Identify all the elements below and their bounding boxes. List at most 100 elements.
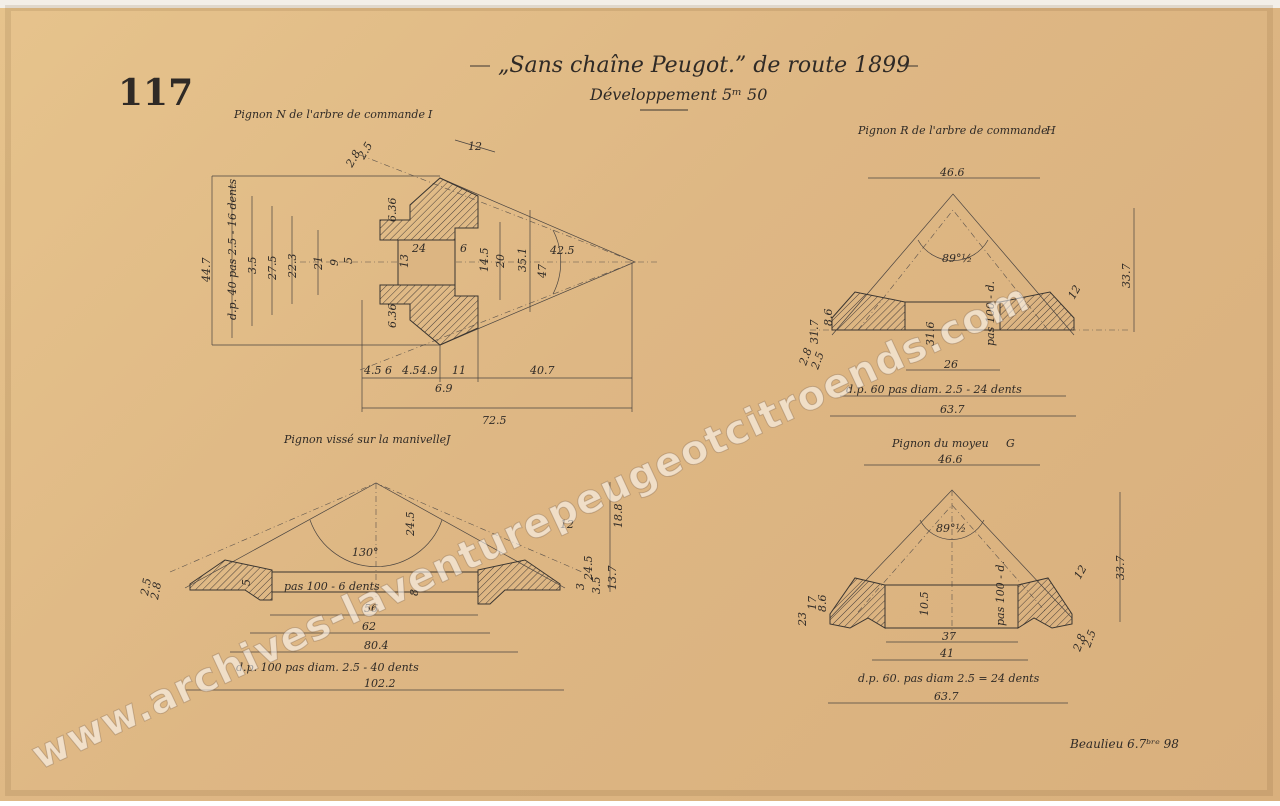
pinion-G-dim-10: 2.5 bbox=[1080, 628, 1099, 650]
pinion-I-letter: I bbox=[427, 108, 433, 121]
pinion-G-dim-1: 89°½ bbox=[936, 522, 966, 535]
pinion-H-dim-6: 31.6 bbox=[924, 322, 937, 347]
pinion-I-dim-25: 11 bbox=[452, 364, 466, 377]
pinion-J-dim-15: 80.4 bbox=[364, 639, 389, 652]
pinion-J-label: Pignon vissé sur la manivelle bbox=[283, 433, 447, 446]
pinion-J-thread bbox=[271, 571, 479, 593]
pinion-I-dim-16: 35.1 bbox=[516, 248, 529, 273]
pinion-H-dim-1: 89°½ bbox=[942, 252, 972, 265]
pinion-J-dim-14: 62 bbox=[362, 620, 376, 633]
pinion-J-section-right bbox=[477, 559, 561, 605]
pinion-J-dim-13: 56 bbox=[364, 602, 378, 615]
pinion-I-dim-10: 5 bbox=[342, 257, 355, 264]
pinion-I-label: Pignon N de l'arbre de commande bbox=[233, 108, 425, 121]
pinion-H-dim-0: 46.6 bbox=[939, 166, 965, 179]
pinion-I-bore bbox=[397, 239, 456, 286]
sheet-subtitle: Développement 5ᵐ 50 bbox=[589, 85, 767, 104]
pinion-G-dim-2: 33.7 bbox=[1114, 556, 1127, 581]
pinion-G-dim-12: 41 bbox=[939, 647, 954, 660]
sheet-title: „Sans chaîne Peugot.” de route 1899 bbox=[498, 53, 910, 78]
pinion-I-dim-12: 24 bbox=[411, 242, 426, 255]
pinion-I-dim-23: 4.5 bbox=[401, 364, 420, 377]
pinion-G-dim-4: 23 bbox=[796, 612, 809, 627]
pinion-I-dim-20: 6.36 bbox=[386, 304, 399, 329]
pinion-I-dim-7: 22.3 bbox=[286, 254, 299, 280]
signature-date: Beaulieu 6.7ᵇʳᵉ 98 bbox=[1069, 737, 1179, 751]
pinion-I-dim-5: 3.5 bbox=[246, 257, 259, 275]
pinion-I-dim-9: 9 bbox=[328, 259, 341, 266]
pinion-I-angle-arc bbox=[552, 229, 562, 295]
paper-border bbox=[5, 5, 1273, 796]
pinion-J-dim-6: pas 100 - 6 dents bbox=[284, 580, 380, 593]
pinion-I-dim-11: 13 bbox=[398, 254, 411, 268]
watermark-text: www.archives-laventurepeugeotcitroends.c… bbox=[25, 275, 1037, 779]
pinion-I-dim-3: 44.7 bbox=[200, 258, 213, 284]
pinion-G-dim-13: d.p. 60. pas diam 2.5 = 24 dents bbox=[858, 672, 1040, 685]
pinion-H-dim-8: 2.8 bbox=[796, 346, 815, 368]
pinion-H-pitch-cone bbox=[831, 193, 1075, 336]
pinion-G-section-right bbox=[1017, 577, 1073, 629]
pinion-J-dim-11: 3.5 bbox=[590, 577, 603, 595]
pinion-J-dim-7: 2.5 bbox=[138, 577, 154, 597]
pinion-G-drawing: Pignon du moyeu G 46.6 89°½ 33.7 12 23 1… bbox=[796, 437, 1127, 704]
pinion-J-dim-4: 5 bbox=[240, 579, 253, 586]
pinion-H-section-left bbox=[831, 291, 906, 331]
pinion-H-dim-4: 31.7 bbox=[808, 320, 821, 345]
pinion-H-letter: H bbox=[1045, 124, 1056, 137]
pinion-H-label: Pignon R de l'arbre de commande bbox=[857, 124, 1048, 137]
pinion-I-dim-26: 40.7 bbox=[529, 364, 555, 377]
sheet-number: 117 bbox=[118, 72, 193, 114]
pinion-H-dim-2: 33.7 bbox=[1120, 264, 1133, 289]
pinion-H-dim-7: pas 100 - d. bbox=[984, 281, 997, 346]
pinion-J-drawing: Pignon vissé sur la manivelle J 24.5 18.… bbox=[138, 433, 625, 691]
pinion-I-dim-28: 72.5 bbox=[482, 414, 507, 427]
pinion-J-section-left bbox=[189, 559, 273, 601]
pinion-I-dim-2: 12 bbox=[468, 140, 482, 153]
pinion-J-dim-5: 8 bbox=[408, 589, 421, 596]
pinion-I-dim-15: 20 bbox=[494, 254, 507, 269]
pinion-G-dim-14: 63.7 bbox=[934, 690, 959, 703]
pinion-H-drawing: Pignon R de l'arbre de commande H 46.6 8… bbox=[796, 124, 1135, 417]
pinion-H-dim-12: 63.7 bbox=[940, 403, 965, 416]
pinion-J-letter: J bbox=[444, 433, 451, 446]
pinion-G-dim-7: 10.5 bbox=[918, 592, 931, 617]
pinion-I-dim-13: 6 bbox=[460, 242, 467, 255]
pinion-I-drawing: Pignon N de l'arbre de commande I 2.8 2.… bbox=[200, 108, 660, 427]
pinion-I-dim-tooth bbox=[454, 139, 496, 153]
pinion-H-dim-9: 2.5 bbox=[808, 350, 827, 372]
pinion-J-dim-17: 102.2 bbox=[364, 677, 396, 690]
pinion-H-dim-5: 8.6 bbox=[822, 309, 835, 327]
pinion-G-angle-arc bbox=[919, 519, 985, 540]
pinion-G-dim-9: 2.8 bbox=[1070, 632, 1089, 654]
pinion-G-label: Pignon du moyeu bbox=[891, 437, 989, 450]
pinion-H-dim-11: d.p. 60 pas diam. 2.5 - 24 dents bbox=[846, 383, 1022, 396]
pinion-I-dim-21: 4.5 bbox=[363, 364, 382, 377]
pinion-G-dim-0: 46.6 bbox=[937, 453, 963, 466]
pinion-J-dim-16: d.p. 100 pas diam. 2.5 - 40 dents bbox=[236, 661, 419, 674]
pinion-I-dim-17: 47 bbox=[536, 264, 549, 279]
pinion-J-dim-2: 12 bbox=[560, 518, 574, 531]
pinion-H-angle-arc bbox=[917, 239, 989, 261]
pinion-J-dim-10: 24.5 bbox=[582, 556, 595, 582]
pinion-G-dim-8: pas 100 - d. bbox=[994, 561, 1007, 626]
pinion-I-dim-8: 21 bbox=[312, 256, 325, 271]
pinion-G-dim-5: 17 bbox=[806, 596, 819, 610]
pinion-G-hub bbox=[884, 584, 1019, 629]
pinion-I-dim-4: d.p. 40 pas 2.5 - 16 dents bbox=[226, 178, 239, 320]
paper-top-edge bbox=[0, 0, 1280, 8]
pinion-G-dim-11: 37 bbox=[942, 630, 956, 643]
pinion-I-dim-27: 6.9 bbox=[435, 382, 453, 395]
pinion-I-dim-22: 6 bbox=[385, 364, 392, 377]
pinion-J-dim-9: 3 bbox=[574, 583, 587, 590]
pinion-G-section-left bbox=[829, 577, 886, 629]
pinion-J-dim-3: 130° bbox=[352, 546, 379, 559]
pinion-I-dim-24: 4.9 bbox=[419, 364, 438, 377]
pinion-G-inner-cone bbox=[857, 504, 1047, 613]
pinion-I-dim-6: 27.5 bbox=[266, 256, 279, 282]
pinion-G-dim-3: 12 bbox=[1071, 563, 1089, 582]
pinion-J-dim-8: 2.8 bbox=[148, 581, 164, 601]
pinion-H-dim-3: 12 bbox=[1065, 283, 1083, 302]
pinion-H-dim-10: 26 bbox=[943, 358, 958, 371]
